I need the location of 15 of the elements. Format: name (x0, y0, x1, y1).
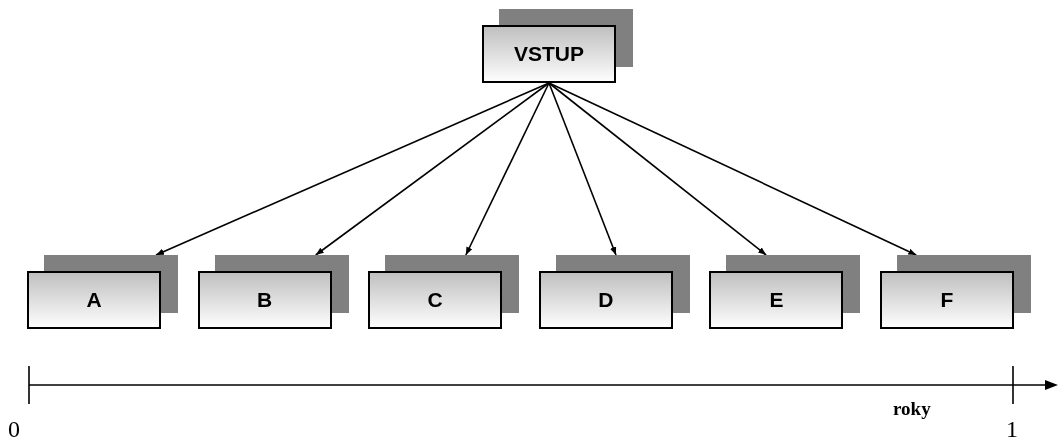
box-label: E (769, 288, 784, 312)
box-label: D (598, 288, 614, 312)
box-label: A (86, 288, 102, 312)
axis-tick-label: 1 (1006, 416, 1018, 443)
arrow (548, 82, 918, 256)
axis-title: roky (893, 398, 931, 420)
arrow (548, 82, 617, 256)
box-label: VSTUP (514, 42, 584, 66)
box-label: F (940, 288, 954, 312)
box-label: C (427, 288, 443, 312)
arrow (465, 82, 550, 256)
arrow (548, 82, 767, 256)
axis-tick-label: 0 (8, 416, 20, 443)
box-label: B (257, 288, 273, 312)
arrow (314, 82, 550, 256)
